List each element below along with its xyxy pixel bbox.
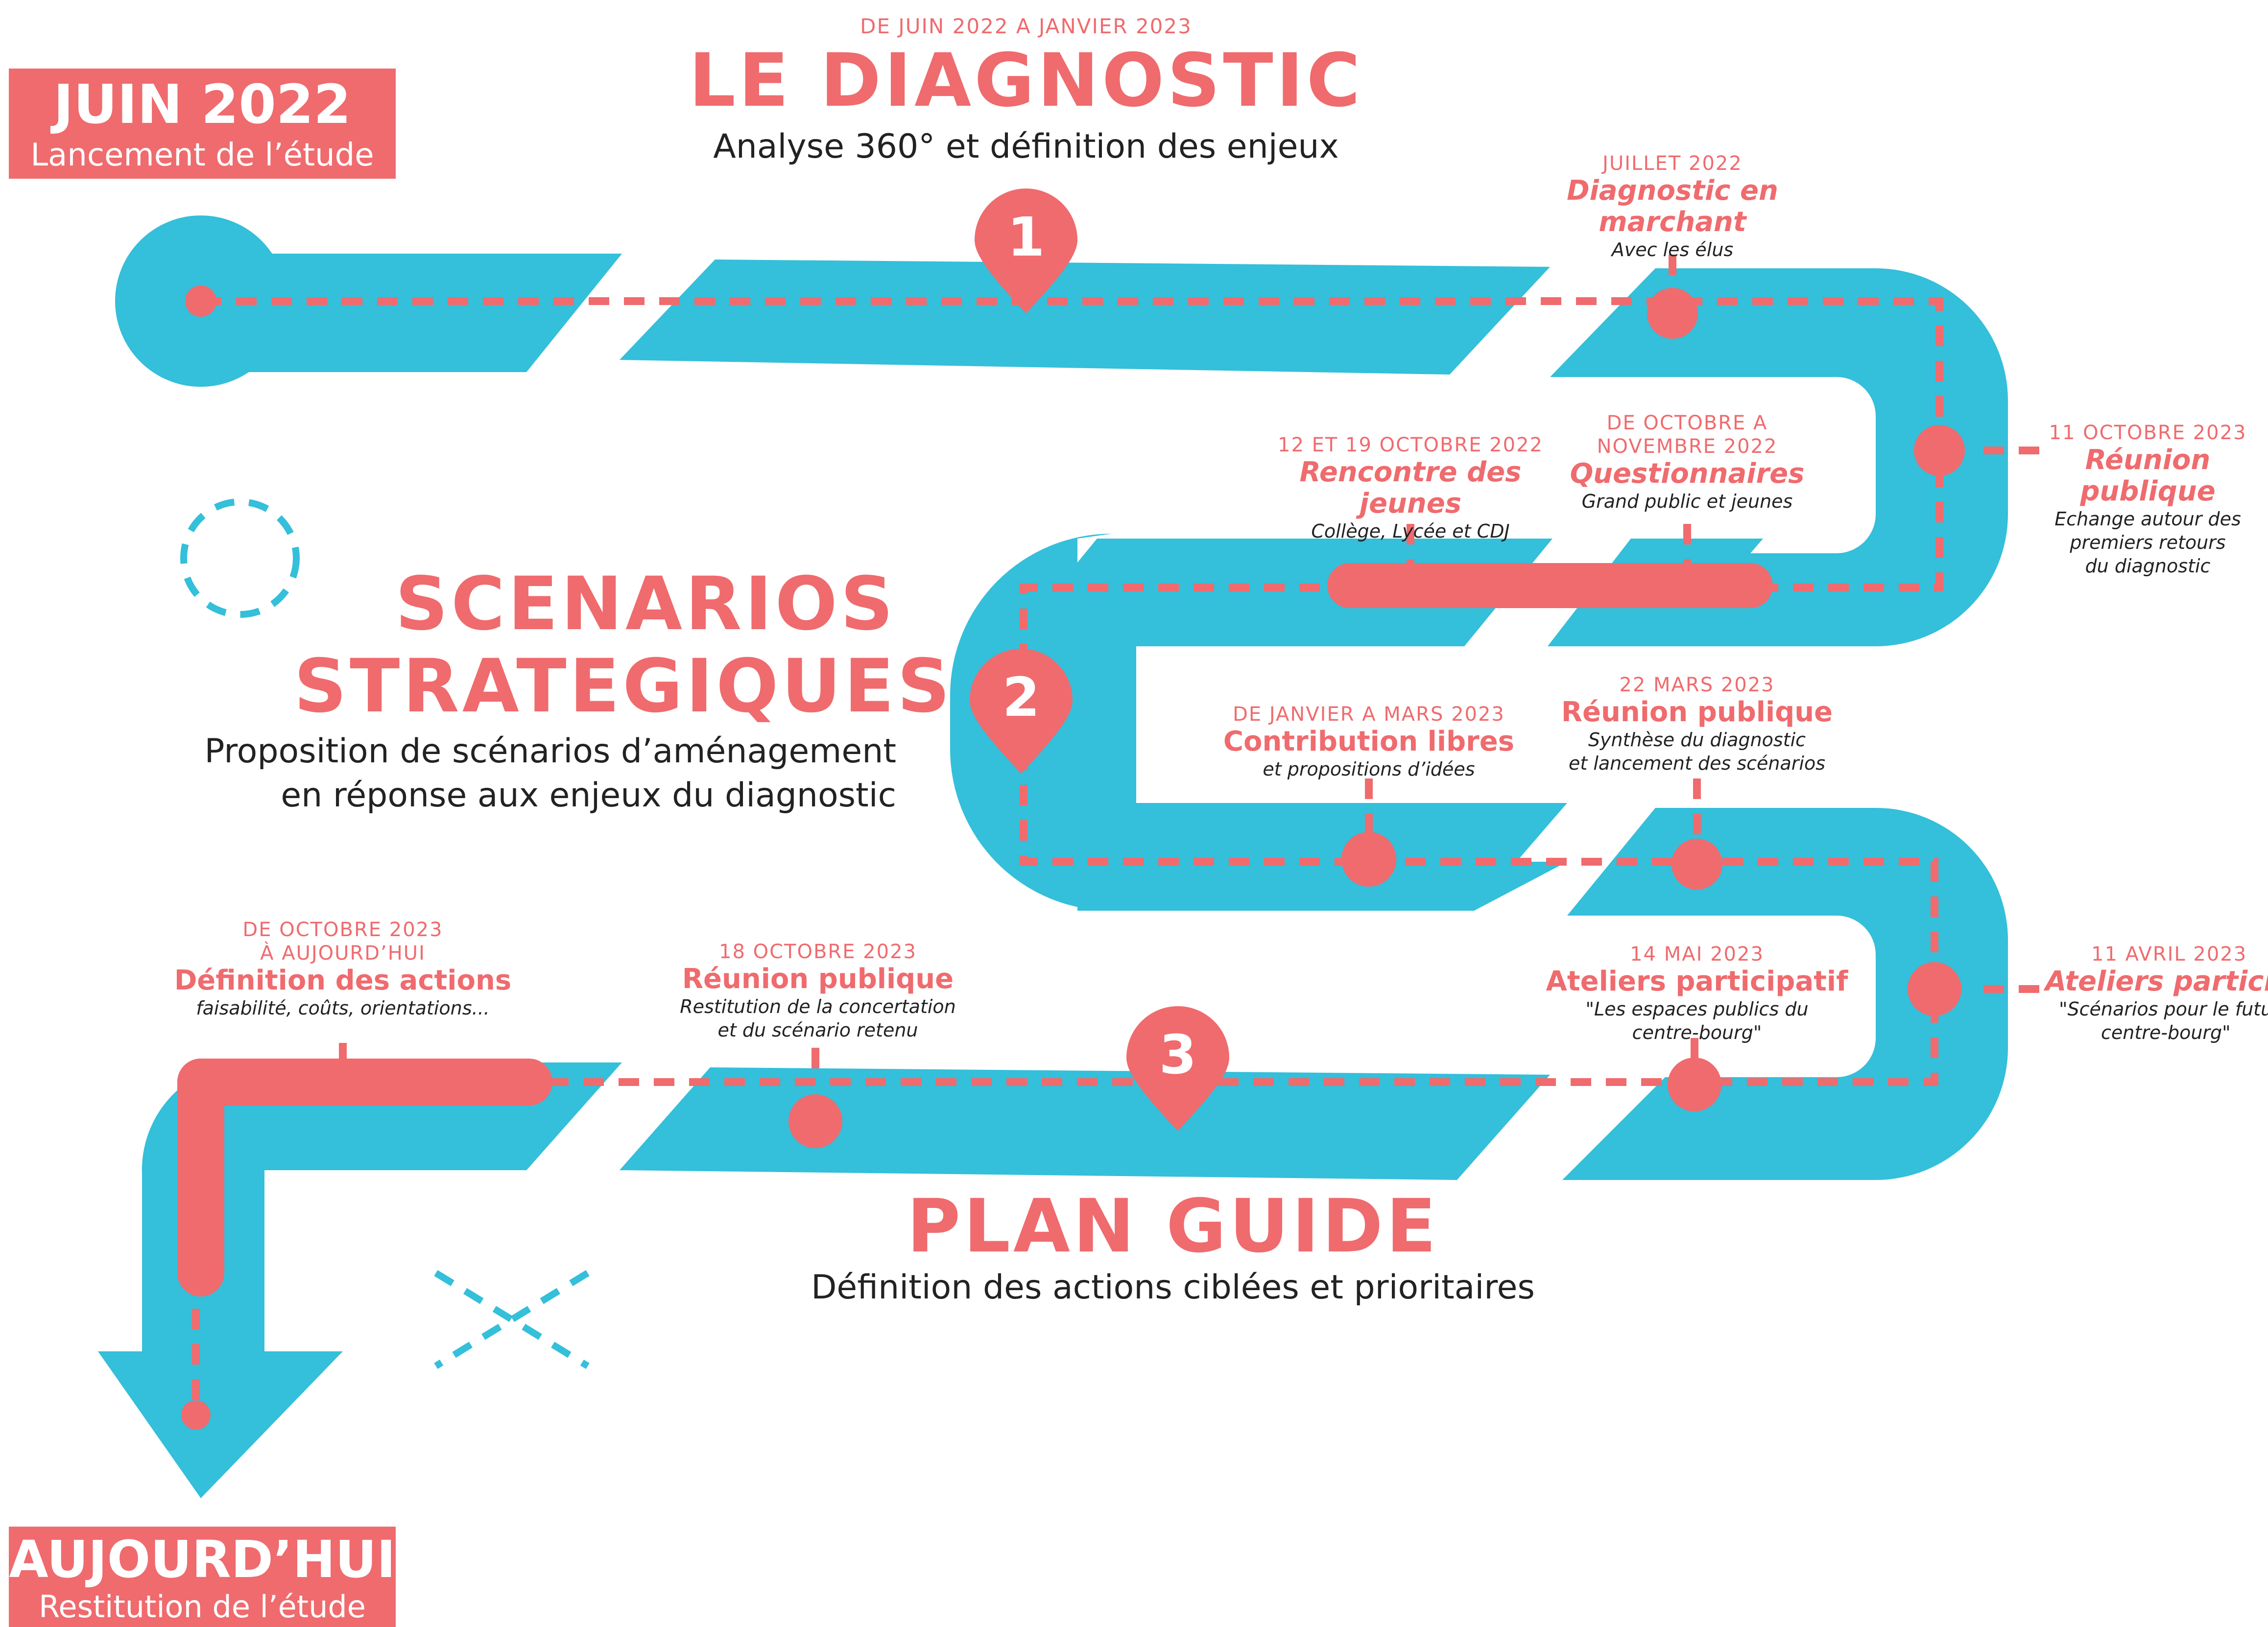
road-segment bbox=[620, 259, 1550, 375]
dot-contribution bbox=[1341, 832, 1396, 887]
event-actions: DE OCTOBRE 2023 À AUJOURD’HUI Définition… bbox=[174, 919, 512, 1019]
road-segment bbox=[620, 1067, 1550, 1180]
event-contribution: DE JANVIER A MARS 2023 Contribution libr… bbox=[1223, 703, 1515, 780]
pin-1-icon bbox=[975, 189, 1077, 313]
phase-pins bbox=[970, 189, 1229, 1131]
dashed-circle-icon bbox=[180, 498, 300, 618]
bar-jeunes-questionnaires bbox=[1327, 563, 1773, 608]
dot-diagnostic-marchant bbox=[1647, 288, 1698, 339]
event-reunion-oct-2022: 11 OCTOBRE 2023 Réunion publique Echange… bbox=[2049, 422, 2247, 577]
start-subtitle: Lancement de l’étude bbox=[30, 137, 374, 173]
phase-1-dates: DE JUIN 2022 A JANVIER 2023 bbox=[860, 14, 1192, 38]
road-segment bbox=[193, 254, 622, 372]
end-box: AUJOURD’HUI Restitution de l’étude bbox=[9, 1527, 396, 1627]
event-ateliers-avril: 11 AVRIL 2023 Ateliers participati "Scén… bbox=[2045, 943, 2268, 1043]
pin-3-number: 3 bbox=[1159, 1023, 1197, 1086]
phase-2-title-line2: STRATEGIQUES bbox=[294, 644, 953, 729]
phase-3-subtitle: Définition des actions ciblées et priori… bbox=[811, 1268, 1535, 1307]
pin-2-icon bbox=[970, 649, 1073, 774]
start-title: JUIN 2022 bbox=[53, 73, 351, 136]
dot-ateliers-avril bbox=[1908, 962, 1961, 1016]
road-segment bbox=[1077, 803, 1567, 911]
pin-2-number: 2 bbox=[1002, 666, 1040, 729]
dot-start bbox=[185, 285, 216, 317]
pin-3-icon bbox=[1126, 1006, 1229, 1131]
dot-end bbox=[181, 1400, 211, 1430]
phase-2-subtitle-line1: Proposition de scénarios d’aménagement bbox=[204, 732, 897, 771]
road-curve-right-1 bbox=[1550, 268, 2008, 646]
dashed-cross-icon bbox=[434, 1270, 590, 1369]
road-down-arm bbox=[98, 1062, 392, 1498]
dot-ateliers-mai bbox=[1668, 1058, 1721, 1111]
event-questionnaires: DE OCTOBRE A NOVEMBRE 2022 Questionnaire… bbox=[1570, 412, 1805, 512]
end-subtitle: Restitution de l’étude bbox=[39, 1589, 366, 1625]
dot-reunion-mars bbox=[1671, 839, 1722, 890]
end-title: AUJOURD’HUI bbox=[9, 1530, 396, 1589]
event-reunion-oct-2023: 18 OCTOBRE 2023 Réunion publique Restitu… bbox=[680, 941, 956, 1041]
pin-1-number: 1 bbox=[1007, 206, 1045, 268]
phase-3-title: PLAN GUIDE bbox=[907, 1184, 1439, 1269]
dot-reunion-oct-2022 bbox=[1914, 425, 1965, 476]
event-ateliers-mai: 14 MAI 2023 Ateliers participatif "Les e… bbox=[1546, 943, 1848, 1043]
phase-1-subtitle: Analyse 360° et définition des enjeux bbox=[713, 127, 1339, 166]
event-diagnostic-marchant: JUILLET 2022 Diagnostic en marchant Avec… bbox=[1567, 152, 1778, 260]
phase-2-subtitle-line2: en réponse aux enjeux du diagnostic bbox=[281, 776, 896, 815]
phase-1-title: LE DIAGNOSTIC bbox=[689, 38, 1363, 123]
start-box: JUIN 2022 Lancement de l’étude bbox=[9, 69, 396, 179]
dot-reunion-oct-2023 bbox=[788, 1094, 842, 1148]
event-dots bbox=[181, 285, 1965, 1430]
phase-2-title-line1: SCENARIOS bbox=[395, 562, 896, 647]
event-reunion-mars: 22 MARS 2023 Réunion publique Synthèse d… bbox=[1561, 674, 1833, 774]
event-rencontre-jeunes: 12 ET 19 OCTOBRE 2022 Rencontre des jeun… bbox=[1278, 434, 1543, 542]
road bbox=[98, 215, 2008, 1498]
